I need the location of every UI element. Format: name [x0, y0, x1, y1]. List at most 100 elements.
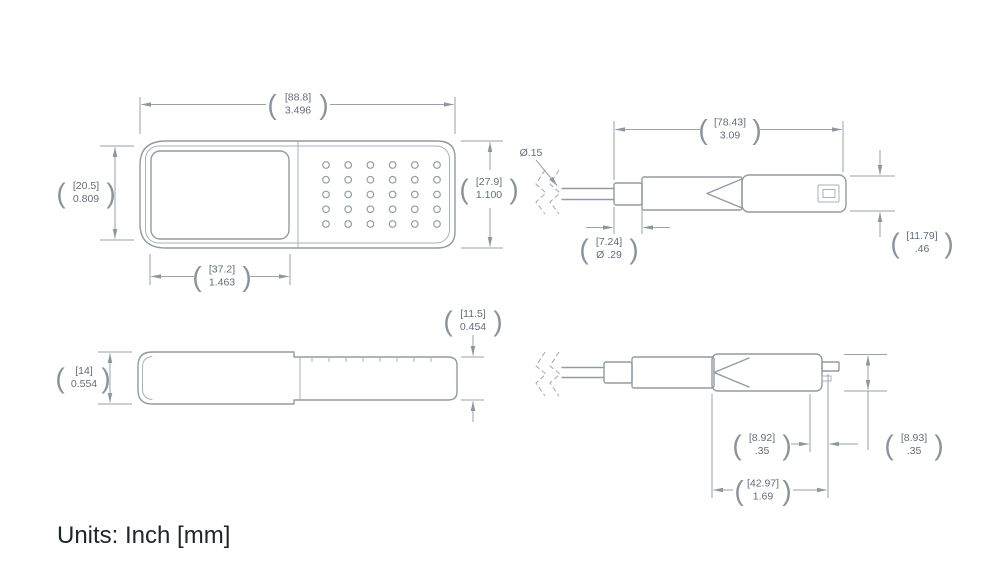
- device-top-view: [139, 140, 456, 249]
- paren-open: (: [734, 475, 744, 506]
- paren-close: ): [242, 261, 251, 292]
- dim-tip-height-label: ( [11.5] 0.454 ): [443, 306, 502, 337]
- paren-open: (: [698, 114, 708, 145]
- connector-body: [631, 356, 715, 389]
- extension-line: [850, 175, 895, 212]
- paren-close: ): [493, 306, 502, 337]
- boot-chevron: [713, 357, 750, 388]
- connector-side-dimensions: ( [8.92] .35 ) ( [8.93] .35 ) ( [42.97] …: [711, 354, 944, 506]
- mm-value: [20.5]: [73, 180, 99, 192]
- paren-open: (: [732, 430, 742, 461]
- break-mark: [535, 351, 547, 397]
- paren-open: (: [55, 363, 65, 394]
- dim-plug-length-label: ( [8.92] .35 ): [732, 430, 791, 461]
- extension-line: [613, 121, 844, 180]
- extension-line: [613, 207, 643, 234]
- dim-overall-width-label: ( [88.8] 3.496 ): [267, 89, 328, 120]
- paren-close: ): [509, 174, 518, 205]
- extension-line: [844, 354, 887, 450]
- device-side-ticks: [311, 356, 432, 362]
- extension-line: [461, 356, 484, 401]
- paren-open: (: [579, 234, 589, 265]
- dim-screen-height-label: ( [20.5] 0.809 ): [56, 178, 115, 209]
- inch-value: .35: [907, 445, 922, 457]
- mm-value: [11.79]: [906, 230, 937, 242]
- inch-value: .46: [915, 243, 930, 255]
- mm-value: [8.93]: [901, 432, 927, 444]
- paren-open: (: [267, 89, 277, 120]
- extension-line: [149, 254, 291, 285]
- paren-open: (: [884, 430, 894, 461]
- break-mark: [549, 169, 561, 215]
- paren-close: ): [629, 234, 638, 265]
- inch-value: 1.463: [209, 277, 235, 289]
- paren-close: ): [944, 228, 953, 259]
- inch-value: 3.09: [720, 130, 741, 142]
- side-view-dimensions: ( [14] 0.554 ) ( [11.5] 0.454 ): [55, 306, 503, 422]
- dim-cable-diameter-label: Ø.15: [520, 147, 543, 159]
- inch-value: .35: [755, 445, 770, 457]
- connector-body: [641, 176, 743, 211]
- usb-plug-tab: [821, 361, 840, 372]
- dim-connector-height-label: ( [11.79] .46 ): [890, 228, 953, 259]
- cable-top-view: [535, 169, 847, 215]
- paren-open: (: [443, 306, 453, 337]
- dim-body-height-label: ( [27.9] 1.100 ): [459, 174, 518, 205]
- paren-close: ): [101, 363, 110, 394]
- extension-line: [98, 351, 132, 405]
- paren-close: ): [752, 114, 761, 145]
- mm-value: [11.5]: [460, 308, 486, 320]
- dim-connector-height-side-label: ( [8.93] .35 ): [884, 430, 943, 461]
- mm-value: [14]: [75, 365, 93, 377]
- mm-value: [7.24]: [596, 236, 622, 248]
- mm-value: [27.9]: [476, 176, 502, 188]
- inch-value: 0.809: [73, 193, 99, 205]
- cable-side-view: [535, 351, 840, 397]
- inch-value: 0.454: [460, 321, 486, 333]
- dim-side-height-label: ( [14] 0.554 ): [55, 363, 110, 394]
- usb-plug-detail: [817, 184, 840, 203]
- cable-top-dimensions: Ø.15 ( [78.43] 3.09 ) ( [7.24] Ø .29 ) (…: [520, 114, 954, 265]
- device-side-view: [137, 351, 458, 405]
- leader-line: [535, 159, 558, 186]
- device-side-outline: [137, 351, 458, 405]
- device-screen: [150, 150, 290, 240]
- dim-screen-width-label: ( [37.2] 1.463 ): [192, 261, 251, 292]
- paren-open: (: [459, 174, 469, 205]
- speaker-holes: [322, 161, 441, 228]
- dim-cable-length-label: ( [78.43] 3.09 ): [698, 114, 761, 145]
- extension-line: [139, 97, 456, 134]
- paren-open: (: [890, 228, 900, 259]
- cable-lines: [561, 366, 605, 379]
- connector-head: [711, 353, 823, 392]
- inch-value: 0.554: [71, 378, 97, 390]
- mm-value: [88.8]: [285, 92, 311, 104]
- break-mark: [549, 351, 561, 397]
- inch-value: 1.100: [476, 189, 502, 201]
- paren-close: ): [782, 430, 791, 461]
- usb-plug-lower-detail: [821, 375, 832, 382]
- extension-line: [100, 145, 134, 241]
- inch-value: 1.69: [753, 491, 774, 503]
- strain-relief: [613, 182, 643, 206]
- mm-value: [42.97]: [747, 478, 779, 490]
- usb-plug-inner: [822, 189, 836, 198]
- boot-chevron: [706, 178, 743, 209]
- inch-value: Ø .29: [596, 249, 622, 261]
- paren-close: ): [106, 178, 115, 209]
- paren-open: (: [56, 178, 66, 209]
- device-body-outline: [139, 140, 456, 249]
- paren-close: ): [934, 430, 943, 461]
- strain-relief: [603, 361, 633, 384]
- extension-line: [809, 374, 829, 498]
- break-mark: [535, 169, 547, 215]
- paren-close: ): [782, 475, 791, 506]
- paren-close: ): [319, 89, 328, 120]
- dim-relief-diameter-label: ( [7.24] Ø .29 ): [579, 234, 638, 265]
- inch-value: 3.496: [285, 105, 311, 117]
- mm-value: [37.2]: [209, 264, 235, 276]
- top-view-dimensions: ( [88.8] 3.496 ) ( [20.5] 0.809 ) ( [27.…: [56, 89, 518, 292]
- paren-open: (: [192, 261, 202, 292]
